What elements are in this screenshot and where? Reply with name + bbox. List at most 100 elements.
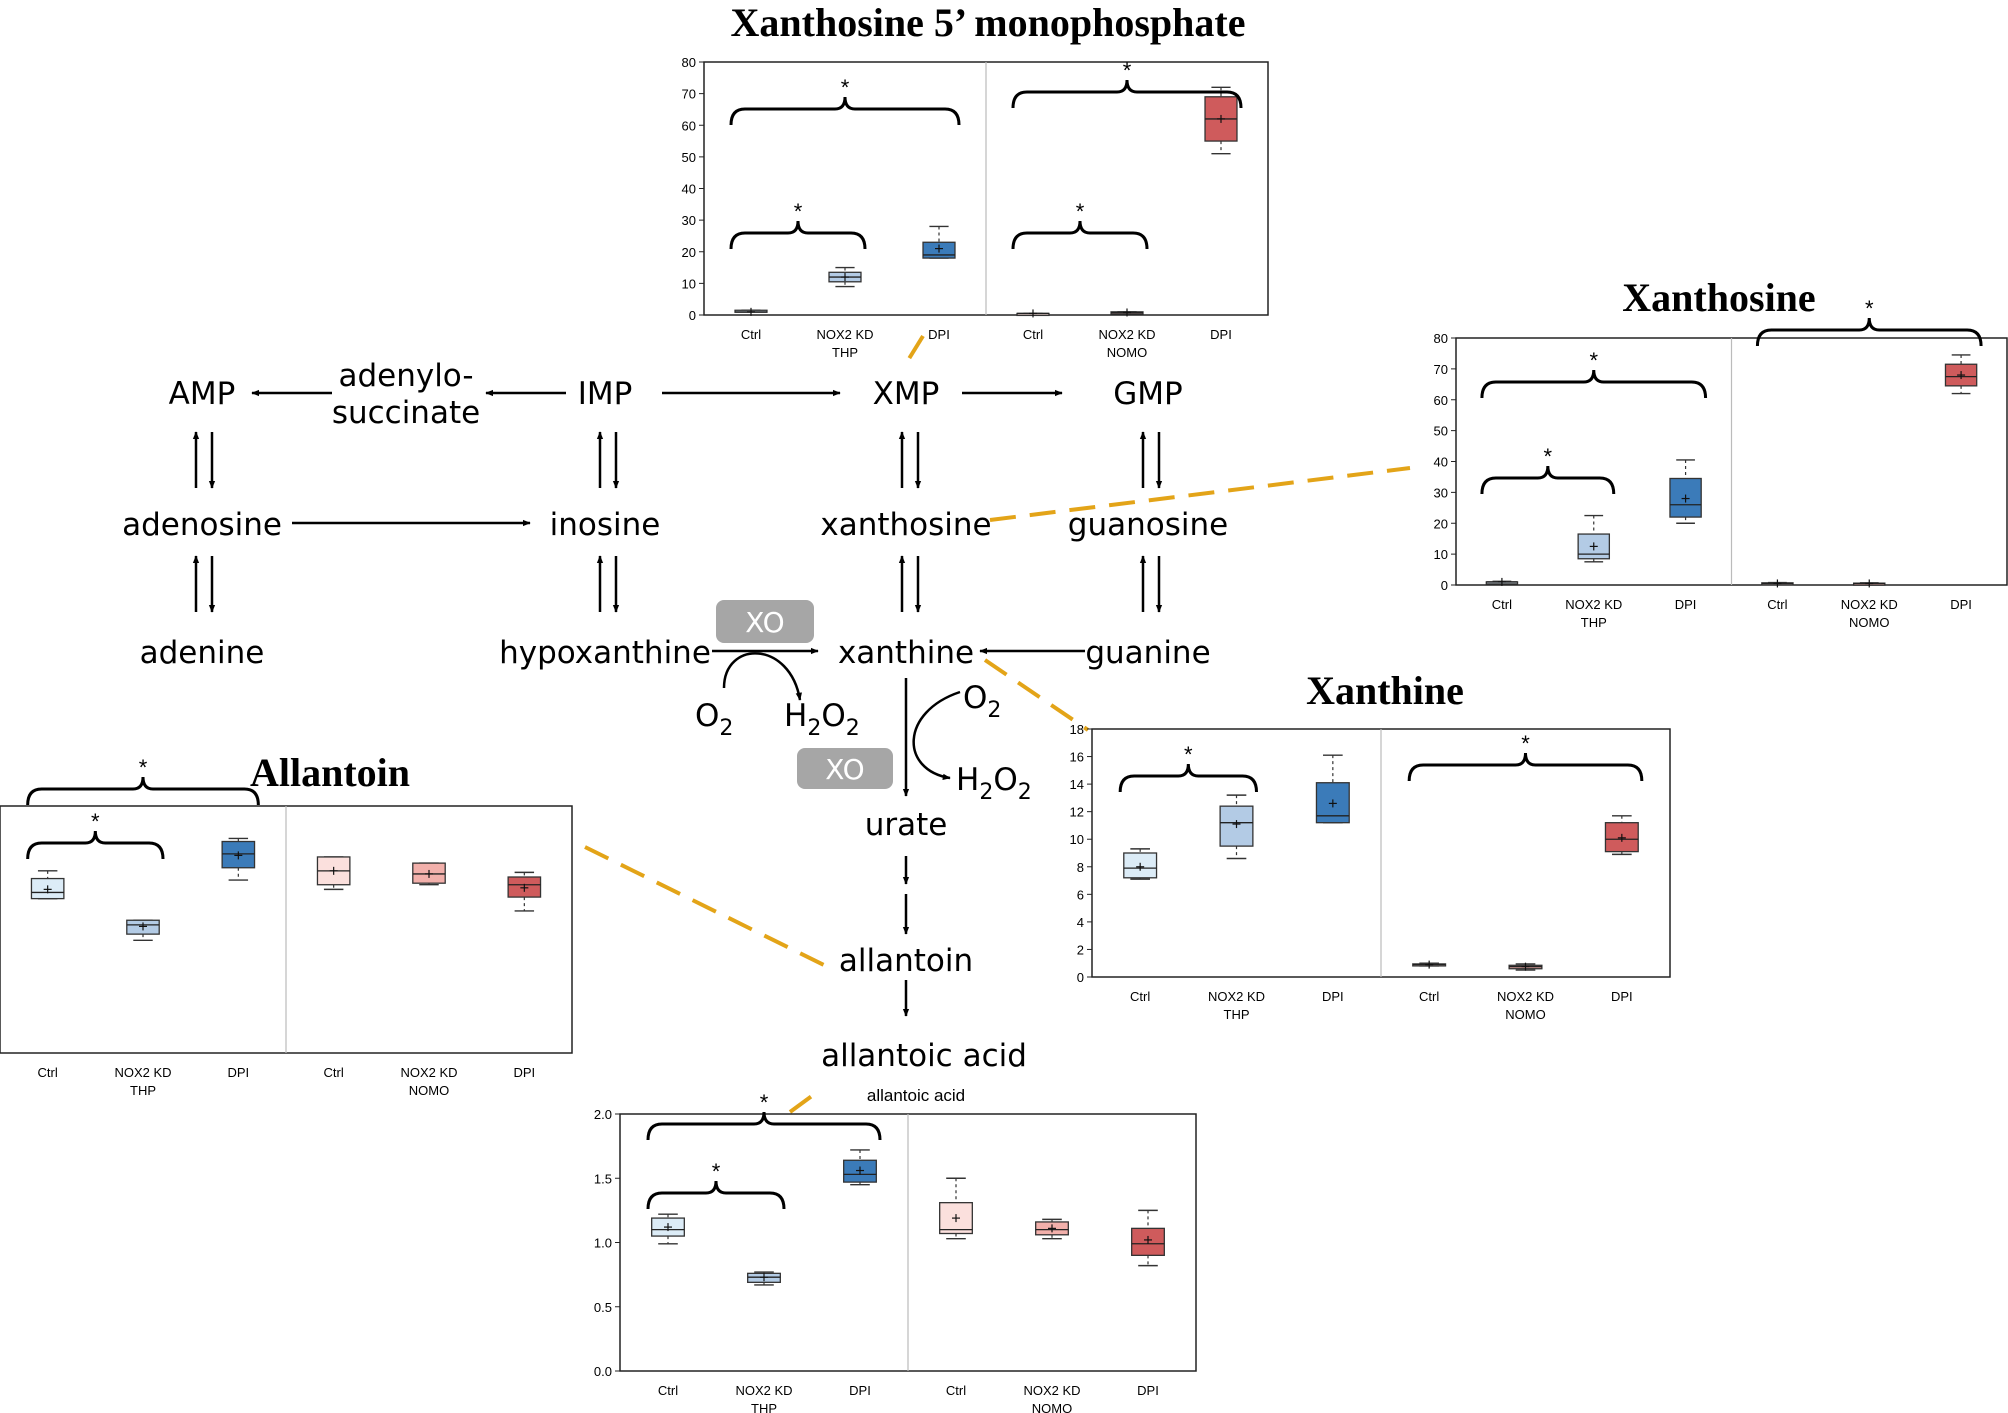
connector-xanthosine: [989, 466, 1411, 522]
significance-star: *: [1184, 742, 1193, 767]
x-category-label: NOX2 KD: [1023, 1383, 1080, 1398]
significance-star: *: [91, 809, 100, 834]
y-tick-label: 8: [1077, 860, 1084, 875]
xo-enzyme-top: XO: [716, 600, 814, 643]
node-urate: urate: [865, 807, 948, 843]
x-category-label: Ctrl: [1130, 989, 1150, 1004]
curved-arrow-o2-h2o2-top: [722, 652, 802, 701]
x-category-label: NOMO: [1849, 615, 1889, 630]
box-plot: [1204, 86, 1238, 155]
x-category-label: THP: [832, 345, 858, 360]
x-category-label: Ctrl: [1419, 989, 1439, 1004]
significance-star: *: [794, 199, 803, 224]
y-tick-label: 80: [682, 55, 696, 70]
y-tick-label: 2: [1077, 942, 1084, 957]
node-xanthine: xanthine: [838, 635, 974, 671]
x-category-label: DPI: [1950, 597, 1972, 612]
significance-bracket: [1011, 220, 1149, 250]
x-category-label: DPI: [849, 1383, 871, 1398]
y-tick-label: 14: [1070, 777, 1084, 792]
y-tick-label: 10: [1070, 832, 1084, 847]
x-category-label: THP: [130, 1083, 156, 1098]
significance-bracket: [1755, 317, 1983, 347]
chart-panel-allantoin: 0.00.20.40.60.81.01.21.41.6CtrlNOX2 KDTH…: [0, 755, 573, 1098]
x-category-label: Ctrl: [658, 1383, 678, 1398]
box-body: [939, 1202, 973, 1235]
y-tick-label: 6: [1077, 887, 1084, 902]
box-plot: [1485, 577, 1519, 586]
box-plot: [507, 871, 542, 912]
x-category-label: DPI: [1322, 989, 1344, 1004]
y-tick-label: 50: [1434, 424, 1448, 439]
node-xanthosine: xanthosine: [820, 507, 991, 543]
x-category-label: DPI: [1137, 1383, 1159, 1398]
node-imp: IMP: [578, 376, 633, 412]
x-category-label: Ctrl: [1767, 597, 1787, 612]
xo-enzyme-bottom: XO: [797, 748, 893, 789]
box-plot: [1315, 754, 1350, 824]
y-tick-label: 20: [682, 245, 696, 260]
box-plot: [1131, 1209, 1165, 1267]
x-category-label: Ctrl: [1023, 327, 1043, 342]
x-category-label: NOMO: [409, 1083, 449, 1098]
node-xmp: XMP: [873, 376, 940, 412]
panel-title-xmp: Xanthosine 5’ monophosphate: [731, 0, 1246, 45]
significance-star: *: [139, 755, 148, 780]
xo-box: [716, 600, 814, 643]
h2o2-label-right: H2O2: [956, 762, 1032, 805]
x-category-label: NOMO: [1107, 345, 1147, 360]
significance-bracket: [1480, 465, 1616, 495]
y-tick-label: 30: [682, 213, 696, 228]
y-tick-label: 40: [682, 182, 696, 197]
x-category-label: DPI: [1611, 989, 1633, 1004]
significance-bracket: [1118, 763, 1258, 793]
node-allantoin: allantoin: [839, 943, 973, 979]
box-plot: [316, 856, 351, 891]
significance-star: *: [1521, 731, 1530, 756]
significance-star: *: [712, 1159, 721, 1184]
x-category-label: NOX2 KD: [735, 1383, 792, 1398]
significance-star: *: [1076, 199, 1085, 224]
box-plot: [1035, 1218, 1069, 1240]
x-category-label: NOX2 KD: [816, 327, 873, 342]
panel-title-allantoin: Allantoin: [250, 750, 410, 795]
y-tick-label: 4: [1077, 915, 1084, 930]
significance-bracket: [1011, 79, 1243, 109]
x-category-label: NOMO: [1505, 1007, 1545, 1022]
box-plot: [1016, 309, 1050, 318]
connector-xanthine: [983, 658, 1090, 732]
y-tick-label: 30: [1434, 485, 1448, 500]
node-adenylosuccinate-line2: succinate: [332, 395, 480, 431]
significance-bracket: [729, 220, 867, 250]
box-body: [1669, 477, 1702, 518]
x-category-label: NOX2 KD: [1841, 597, 1898, 612]
x-category-label: DPI: [513, 1065, 535, 1080]
x-category-label: DPI: [928, 327, 950, 342]
box-plot: [1604, 815, 1639, 856]
x-category-label: DPI: [1210, 327, 1232, 342]
box-plot: [1412, 960, 1447, 969]
y-tick-label: 50: [682, 150, 696, 165]
y-tick-label: 1.0: [594, 1236, 612, 1251]
x-category-label: NOX2 KD: [1565, 597, 1622, 612]
connector-lines: [584, 334, 1411, 1114]
node-guanosine: guanosine: [1068, 507, 1228, 543]
o2-label-right: O2: [963, 680, 1001, 723]
node-adenosine: adenosine: [122, 507, 282, 543]
xo-label: XO: [825, 753, 864, 786]
box-plot: [922, 225, 956, 259]
x-category-label: Ctrl: [1492, 597, 1512, 612]
y-tick-label: 16: [1070, 750, 1084, 765]
y-tick-label: 0.5: [594, 1300, 612, 1315]
node-gmp: GMP: [1113, 376, 1182, 412]
x-category-label: THP: [1581, 615, 1607, 630]
x-category-label: DPI: [227, 1065, 249, 1080]
significance-bracket: [1480, 369, 1708, 399]
y-tick-label: 70: [682, 87, 696, 102]
y-tick-label: 0.0: [594, 1364, 612, 1379]
box-plot: [221, 837, 256, 881]
